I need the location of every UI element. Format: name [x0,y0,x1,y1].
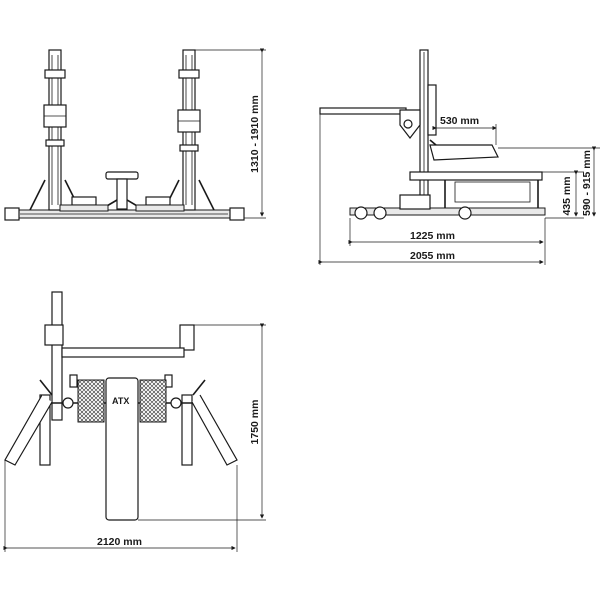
brand-logo: ATX [112,396,129,406]
pad-height-label: 590 - 915 mm [581,150,593,216]
hook-depth-label: 530 mm [440,115,479,127]
height-range-label: 1310 - 1910 mm [249,95,261,173]
bench-height-label: 435 mm [561,176,573,215]
total-length-label: 2055 mm [410,250,455,262]
top-depth-dimension: 1750 mm [138,323,266,521]
hook-depth-dimension: 530 mm [432,115,497,145]
top-width-dimension: 2120 mm [3,460,238,552]
front-view [4,49,245,221]
bench-height-dimension: 435 mm [542,170,584,219]
top-depth-label: 1750 mm [249,400,261,445]
pad-height-dimension: 590 - 915 mm [498,146,600,217]
top-view: ATX [4,291,238,521]
total-length-dimension: 2055 mm [318,114,546,265]
base-length-dimension: 1225 mm [348,218,546,246]
height-dimension: 1310 - 1910 mm [193,48,266,219]
base-length-label: 1225 mm [410,230,455,242]
top-width-label: 2120 mm [97,536,142,548]
side-view [319,49,546,220]
